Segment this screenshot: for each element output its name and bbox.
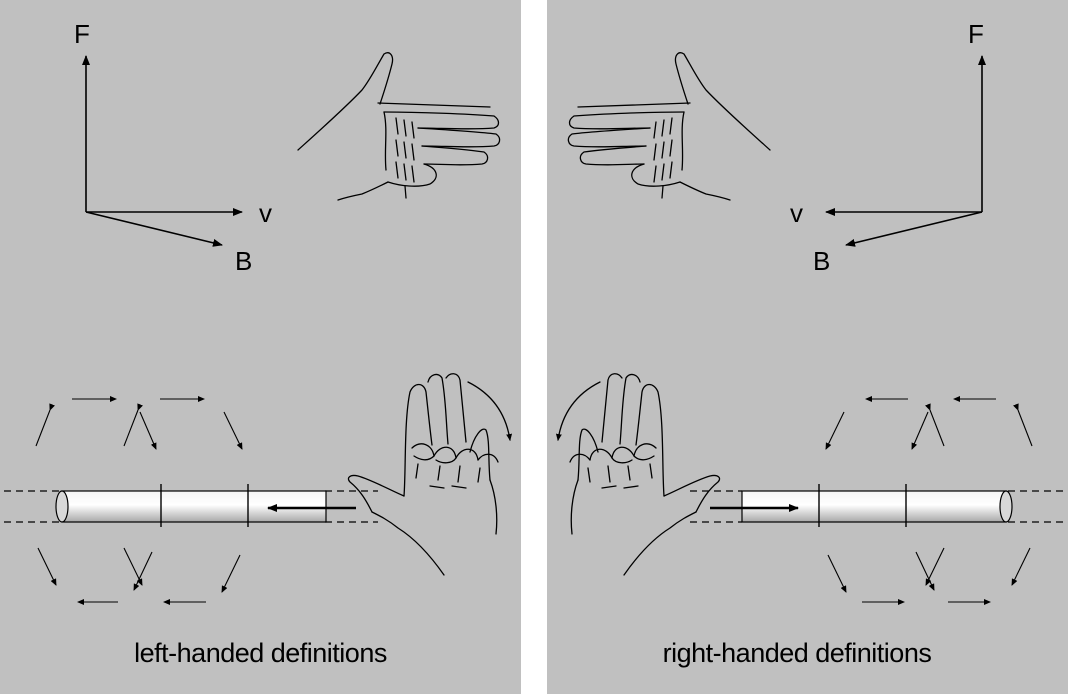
right-flat-hand-icon	[567, 52, 771, 201]
right-wire-guides	[690, 490, 1064, 523]
left-curled-hand-icon	[347, 373, 513, 576]
left-velocity-label: v	[259, 198, 272, 228]
right-wire	[710, 484, 1013, 527]
right-field-label: B	[813, 246, 830, 276]
left-field-label: B	[235, 246, 252, 276]
left-field-arrow	[85, 211, 223, 247]
right-force-label: F	[968, 19, 984, 49]
right-velocity-label: v	[790, 198, 803, 228]
left-caption: left-handed definitions	[134, 638, 387, 668]
right-caption: right-handed definitions	[662, 638, 932, 668]
left-force-axes	[82, 55, 243, 247]
right-field-arrow	[845, 211, 983, 247]
right-force-axes	[825, 55, 986, 247]
left-flat-hand-icon	[297, 52, 501, 201]
right-curled-hand-icon	[555, 373, 721, 576]
right-rotation-arrow	[555, 381, 601, 441]
left-rotation-arrow	[467, 381, 513, 441]
right-field-arrows	[825, 396, 1033, 605]
left-force-label: F	[74, 19, 90, 49]
right-handed-panel	[547, 0, 1068, 694]
left-wire-guides	[4, 490, 378, 523]
left-wire	[55, 484, 356, 527]
left-handed-panel	[0, 0, 521, 694]
left-field-arrows	[35, 396, 243, 605]
